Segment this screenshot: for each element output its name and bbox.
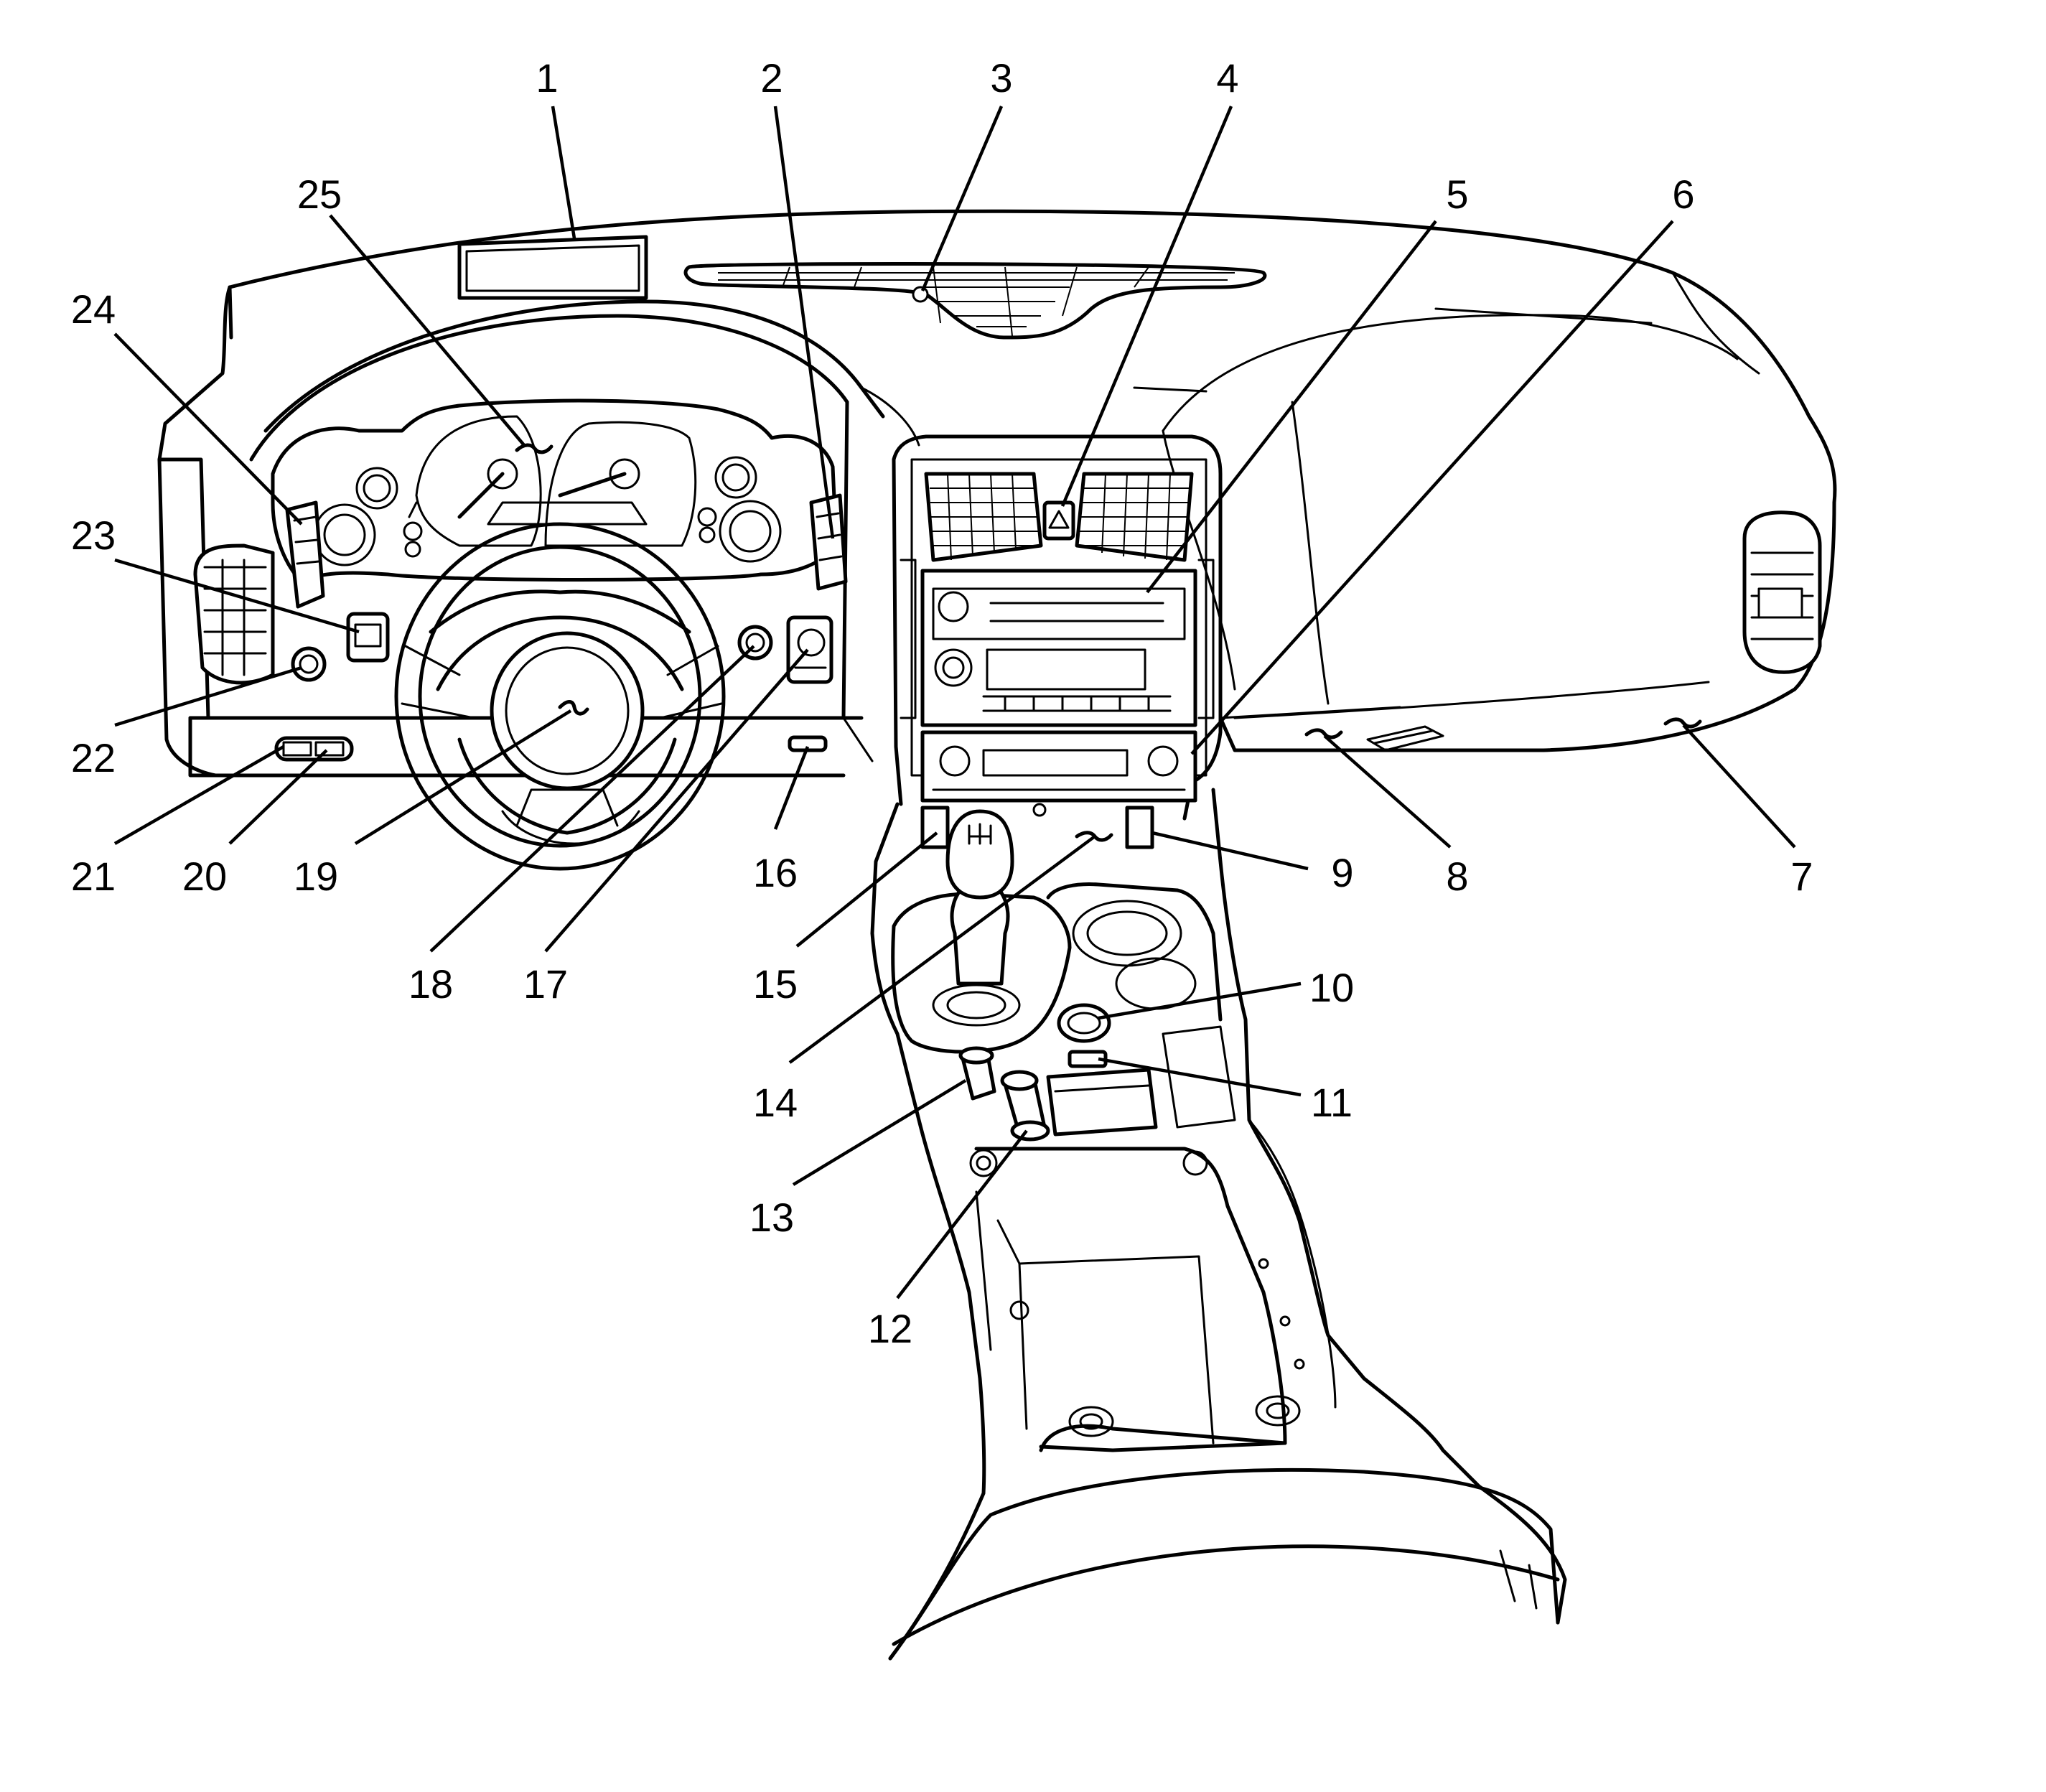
callout-8: 8 (1446, 854, 1468, 899)
leader-10 (1098, 981, 1302, 1020)
callout-6: 6 (1672, 172, 1694, 217)
center-console (870, 788, 1567, 1661)
instrument-cluster (271, 398, 839, 584)
callout-17: 17 (523, 961, 568, 1007)
callout-20: 20 (182, 854, 227, 899)
leader-25 (329, 214, 525, 447)
defrost-grille (683, 261, 1267, 340)
region-indicators (515, 443, 1702, 842)
leader-6 (1190, 220, 1674, 755)
leader-1 (551, 106, 576, 239)
leader-23 (114, 558, 360, 634)
leader-lines (113, 106, 1796, 1299)
callout-4: 4 (1216, 55, 1238, 101)
leader-3 (920, 106, 1004, 291)
callout-24: 24 (71, 286, 116, 332)
callout-18: 18 (408, 961, 453, 1007)
leader-2 (773, 106, 835, 539)
leader-9 (1152, 831, 1309, 871)
leader-19 (354, 709, 572, 845)
leader-4 (1060, 106, 1233, 507)
callout-23: 23 (71, 513, 116, 558)
leader-7 (1682, 724, 1796, 849)
callout-15: 15 (753, 961, 798, 1007)
leader-16 (773, 746, 810, 830)
driver-side-controls (274, 493, 848, 762)
callout-25: 25 (297, 172, 342, 217)
leader-11 (1098, 1057, 1302, 1097)
heads-up-display (457, 235, 648, 300)
callout-10: 10 (1309, 965, 1354, 1010)
callout-19: 19 (294, 854, 338, 899)
leader-14 (788, 835, 1096, 1064)
callout-5: 5 (1446, 172, 1468, 217)
callout-3: 3 (990, 55, 1012, 101)
callout-1: 1 (536, 55, 558, 101)
callout-21: 21 (71, 854, 116, 899)
callout-12: 12 (868, 1306, 912, 1351)
leader-5 (1146, 220, 1437, 594)
center-stack (892, 434, 1223, 849)
callout-2: 2 (760, 55, 783, 101)
callout-9: 9 (1331, 850, 1353, 895)
steering-wheel (394, 522, 726, 871)
leader-13 (792, 1079, 967, 1186)
callout-7: 7 (1790, 854, 1813, 899)
leader-22 (114, 666, 302, 727)
leader-18 (429, 645, 755, 953)
leader-17 (544, 648, 809, 953)
leader-8 (1323, 734, 1452, 849)
leader-15 (795, 831, 938, 948)
callout-14: 14 (753, 1080, 798, 1125)
leader-21 (113, 745, 285, 845)
leader-12 (896, 1129, 1028, 1299)
callout-22: 22 (71, 735, 116, 780)
callout-labels: 1 2 3 4 5 6 7 8 9 10 11 12 13 14 15 16 1… (71, 55, 1813, 1351)
leader-24 (113, 332, 303, 526)
callout-11: 11 (1311, 1080, 1353, 1125)
leader-20 (228, 749, 328, 845)
callout-16: 16 (753, 850, 798, 895)
callout-13: 13 (749, 1195, 794, 1240)
